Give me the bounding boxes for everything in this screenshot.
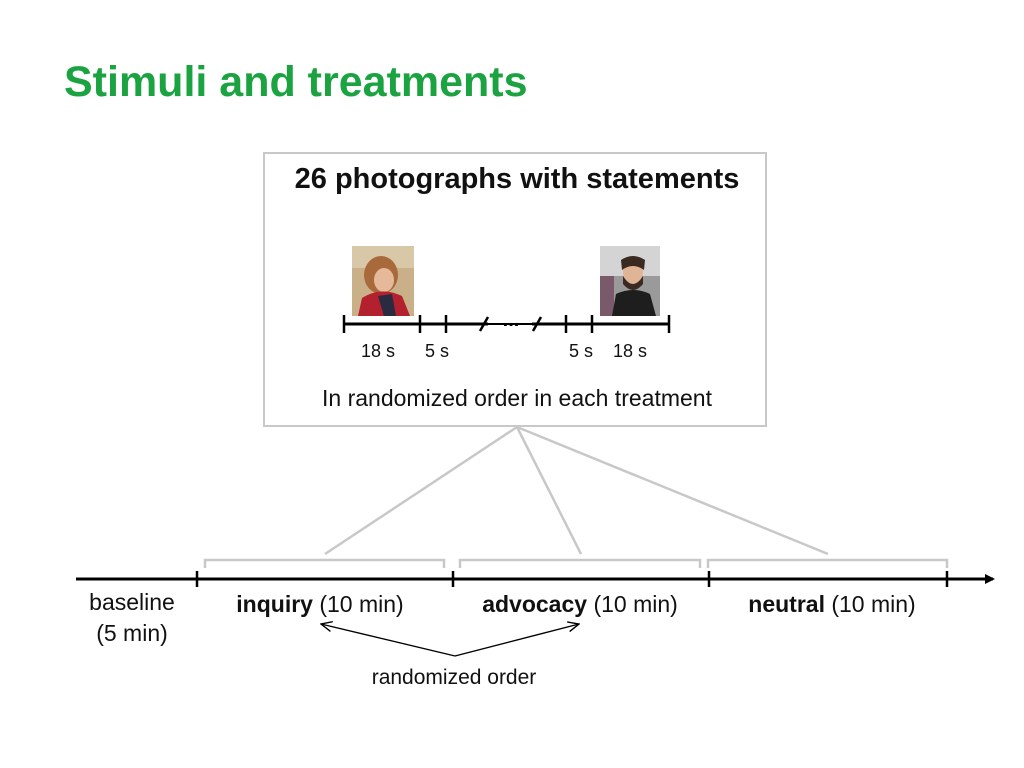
treatment-duration: (10 min) <box>831 591 915 617</box>
stimuli-caption: In randomized order in each treatment <box>322 385 713 411</box>
stimuli-box <box>263 152 767 427</box>
treatment-name: advocacy <box>482 591 587 617</box>
baseline-duration: (5 min) <box>96 620 168 646</box>
bearded-man-photo <box>600 246 660 316</box>
treatment-name: neutral <box>748 591 825 617</box>
woman-in-red-coat-photo <box>352 246 414 316</box>
duration-label: 5 s <box>569 341 593 361</box>
treatment-duration: (10 min) <box>593 591 677 617</box>
baseline-label: baseline <box>89 589 175 615</box>
duration-label: 18 s <box>613 341 647 361</box>
randomized-order-arrows <box>321 624 579 657</box>
duration-label: 18 s <box>361 341 395 361</box>
treatment-label-advocacy: advocacy (10 min) <box>482 591 678 617</box>
sequence-ellipsis: ... <box>503 309 520 331</box>
treatment-brackets <box>203 558 949 568</box>
randomized-order-note: randomized order <box>372 666 537 689</box>
box-to-treatment-connectors <box>324 425 829 556</box>
duration-label: 5 s <box>425 341 449 361</box>
treatment-name: inquiry <box>236 591 313 617</box>
stimulus-sequence-line: ... <box>342 309 671 334</box>
slide-title: Stimuli and treatments <box>64 58 528 106</box>
treatment-label-inquiry: inquiry (10 min) <box>236 591 403 617</box>
treatment-duration: (10 min) <box>319 591 403 617</box>
treatment-label-neutral: neutral (10 min) <box>748 591 915 617</box>
stimuli-heading: 26 photographs with statements <box>295 163 740 195</box>
main-timeline <box>76 571 995 587</box>
